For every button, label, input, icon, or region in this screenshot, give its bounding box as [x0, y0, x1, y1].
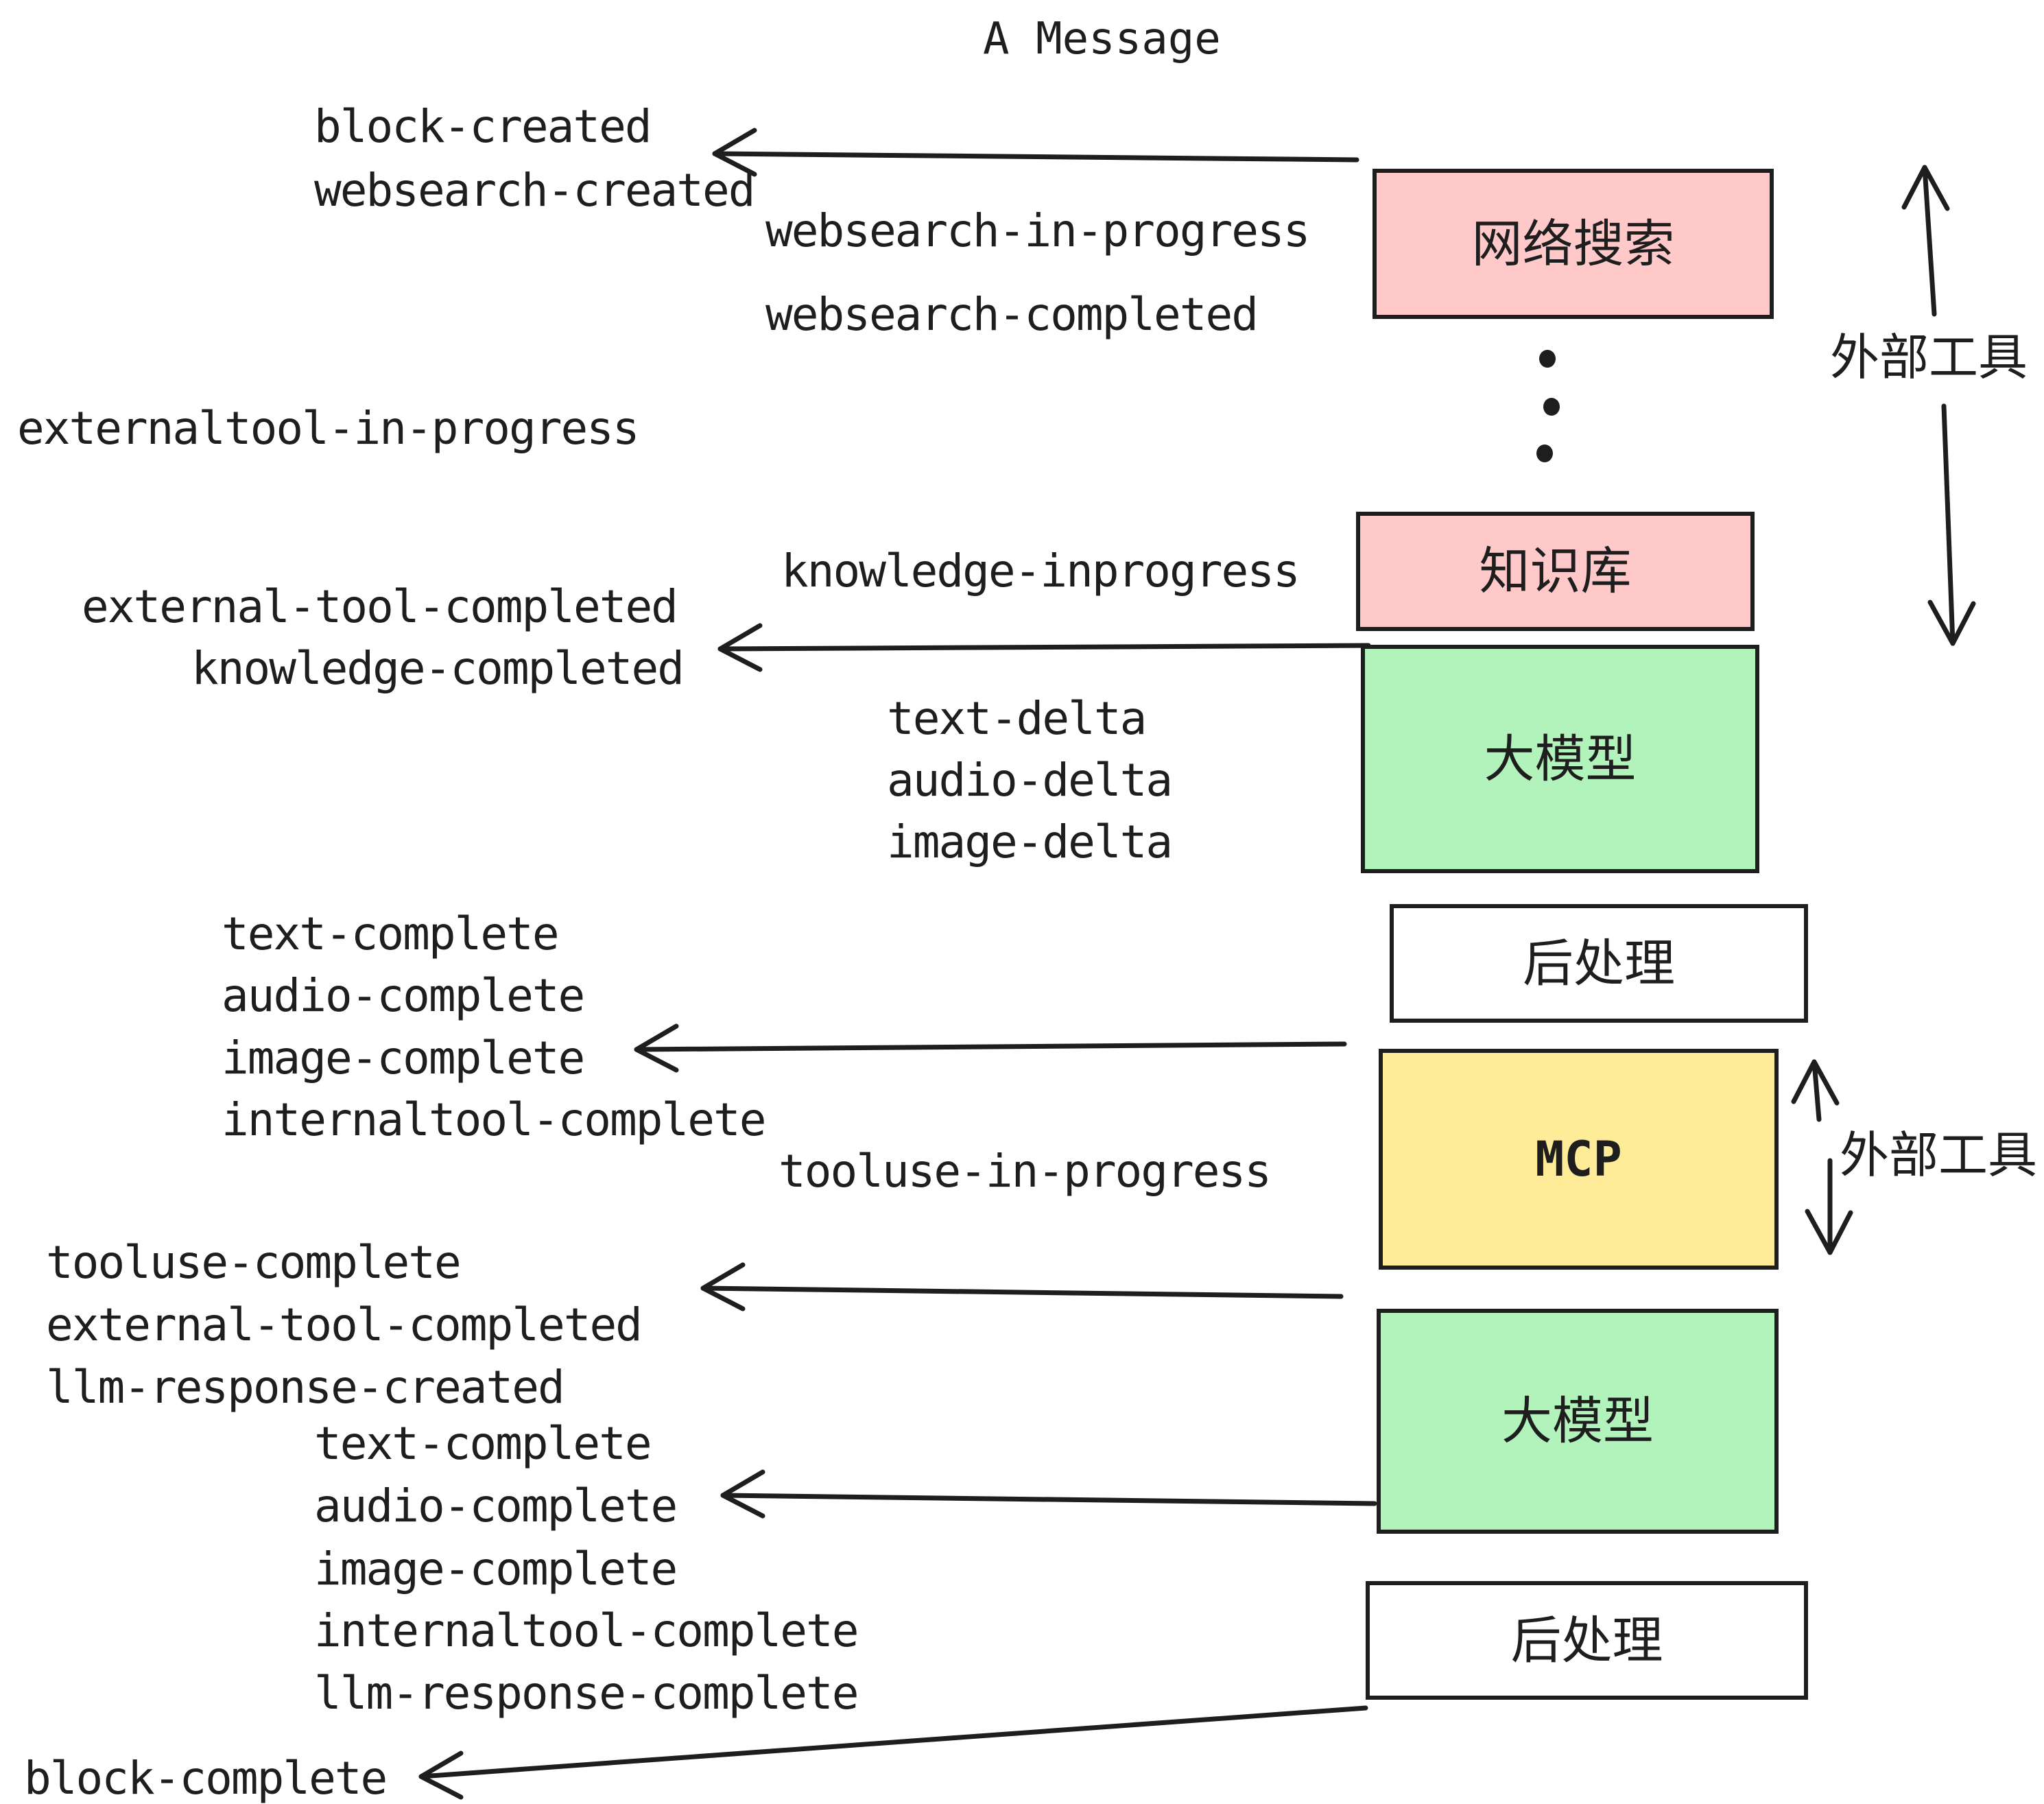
arrow-to-block-created: [712, 128, 1359, 177]
event-websearch-created: websearch-created: [314, 164, 756, 217]
arrow-to-knowledge-completed: [717, 623, 1371, 672]
external-tools-up-arrow-1: [1901, 165, 1950, 317]
box-llm-1-label: 大模型: [1484, 729, 1637, 789]
event-block-created: block-created: [314, 100, 652, 153]
box-mcp: MCP: [1379, 1049, 1779, 1270]
arrow-to-audio-complete: [720, 1469, 1377, 1519]
box-knowledge-label: 知识库: [1479, 542, 1632, 601]
event-text-complete-1: text-complete: [222, 907, 560, 960]
event-externaltool-in-progress: externaltool-in-progress: [17, 402, 640, 455]
event-internaltool-complete-2: internaltool-complete: [314, 1604, 859, 1657]
event-knowledge-completed: knowledge-completed: [191, 642, 685, 695]
event-external-tool-completed-2: external-tool-completed: [46, 1298, 643, 1351]
event-text-delta-1: text-delta: [887, 692, 1147, 745]
side-label-external-tools-2: 外部工具: [1840, 1126, 2038, 1184]
side-label-external-tools-1: 外部工具: [1830, 329, 2028, 386]
event-internaltool-complete-1: internaltool-complete: [222, 1093, 766, 1146]
ellipsis-dot-3: [1536, 444, 1553, 462]
box-mcp-label: MCP: [1535, 1131, 1622, 1187]
box-websearch: 网络搜索: [1372, 169, 1774, 319]
box-websearch-label: 网络搜索: [1471, 214, 1675, 274]
event-llm-response-created: llm-response-created: [46, 1361, 565, 1414]
box-llm-2-label: 大模型: [1501, 1392, 1654, 1451]
box-llm-2: 大模型: [1377, 1309, 1779, 1534]
event-knowledge-inprogress: knowledge-inprogress: [781, 545, 1300, 597]
event-block-complete: block-complete: [24, 1752, 388, 1804]
box-postprocess-2-label: 后处理: [1510, 1611, 1663, 1670]
box-postprocess-1-label: 后处理: [1523, 934, 1675, 993]
external-tools-up-arrow-2: [1791, 1059, 1840, 1122]
external-tools-down-arrow-1: [1927, 403, 1976, 646]
event-audio-complete-1: audio-complete: [222, 969, 585, 1022]
event-websearch-completed: websearch-completed: [765, 288, 1259, 341]
arrow-to-block-complete: [418, 1705, 1368, 1800]
event-tooluse-complete: tooluse-complete: [46, 1236, 462, 1289]
box-postprocess-1: 后处理: [1390, 904, 1808, 1023]
event-audio-delta-1: audio-delta: [887, 754, 1173, 807]
ellipsis-dot-1: [1539, 350, 1556, 368]
event-websearch-in-progress: websearch-in-progress: [765, 204, 1310, 257]
arrow-to-image-complete: [634, 1023, 1347, 1073]
diagram-title: A Message: [983, 14, 1221, 64]
box-knowledge: 知识库: [1356, 512, 1755, 631]
event-external-tool-completed-1: external-tool-completed: [82, 580, 678, 633]
ellipsis-dot-2: [1543, 398, 1560, 416]
event-tooluse-in-progress: tooluse-in-progress: [779, 1145, 1272, 1198]
arrow-to-external-tool-completed: [700, 1262, 1344, 1312]
event-image-complete-1: image-complete: [222, 1032, 585, 1084]
event-image-delta-1: image-delta: [887, 816, 1173, 868]
box-postprocess-2: 后处理: [1366, 1581, 1808, 1700]
event-text-complete-2: text-complete: [314, 1417, 652, 1470]
box-llm-1: 大模型: [1361, 645, 1759, 873]
event-audio-complete-2: audio-complete: [314, 1480, 678, 1532]
event-llm-response-complete: llm-response-complete: [314, 1667, 859, 1720]
event-image-complete-2: image-complete: [314, 1543, 678, 1595]
